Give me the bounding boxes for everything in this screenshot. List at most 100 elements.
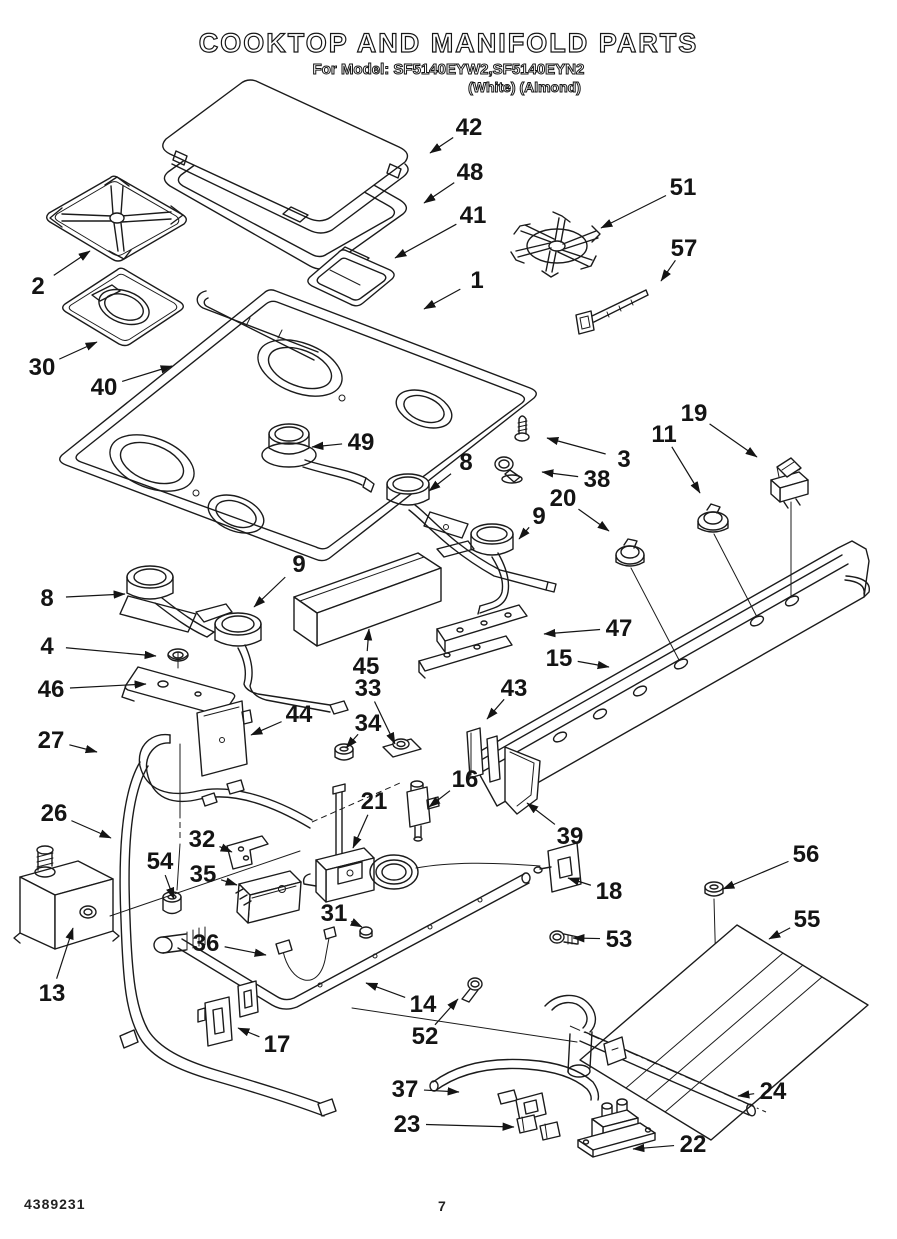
svg-text:23: 23 bbox=[394, 1111, 421, 1138]
svg-text:9: 9 bbox=[532, 503, 545, 530]
part-nut-31 bbox=[359, 926, 373, 939]
svg-text:48: 48 bbox=[457, 159, 484, 186]
part-module-35 bbox=[235, 870, 302, 924]
svg-text:57: 57 bbox=[671, 235, 698, 262]
svg-text:2: 2 bbox=[31, 273, 44, 300]
part-tray-41 bbox=[307, 249, 395, 307]
part-bracket-18 bbox=[533, 842, 582, 893]
svg-text:47: 47 bbox=[606, 615, 633, 642]
part-rail-15 bbox=[469, 540, 870, 807]
callout-2: 2 bbox=[31, 250, 91, 300]
part-burner-9-right bbox=[436, 523, 514, 615]
callout-27: 27 bbox=[38, 727, 98, 754]
svg-text:9: 9 bbox=[292, 551, 305, 578]
svg-text:42: 42 bbox=[456, 114, 483, 141]
svg-text:26: 26 bbox=[41, 800, 68, 827]
svg-text:35: 35 bbox=[190, 861, 217, 888]
svg-text:56: 56 bbox=[793, 841, 820, 868]
svg-text:45: 45 bbox=[353, 653, 380, 680]
callout-48: 48 bbox=[423, 159, 484, 204]
callout-4: 4 bbox=[40, 633, 157, 660]
callout-54: 54 bbox=[147, 848, 175, 900]
part-regulator-13 bbox=[13, 845, 120, 950]
svg-text:37: 37 bbox=[392, 1076, 419, 1103]
part-nut-34 bbox=[334, 743, 354, 761]
callout-44: 44 bbox=[250, 701, 313, 736]
callout-24: 24 bbox=[737, 1078, 787, 1105]
page-title: COOKTOP AND MANIFOLD PARTS bbox=[198, 27, 699, 58]
svg-text:40: 40 bbox=[91, 374, 118, 401]
part-screw-3 bbox=[514, 415, 530, 442]
svg-text:24: 24 bbox=[760, 1078, 787, 1105]
svg-text:36: 36 bbox=[193, 930, 220, 957]
callout-55: 55 bbox=[768, 906, 820, 940]
callout-51: 51 bbox=[600, 174, 696, 229]
svg-text:31: 31 bbox=[321, 900, 348, 927]
callout-17: 17 bbox=[237, 1027, 290, 1058]
svg-text:8: 8 bbox=[40, 585, 53, 612]
callout-8: 8 bbox=[40, 585, 126, 612]
locator-lines bbox=[630, 501, 792, 661]
svg-text:13: 13 bbox=[39, 980, 66, 1007]
svg-text:30: 30 bbox=[29, 354, 56, 381]
callout-32: 32 bbox=[189, 826, 233, 853]
callout-9: 9 bbox=[518, 503, 546, 540]
callout-15: 15 bbox=[546, 645, 610, 672]
svg-text:53: 53 bbox=[606, 926, 633, 953]
callout-22: 22 bbox=[632, 1131, 707, 1158]
callout-53: 53 bbox=[572, 926, 633, 953]
part-igniter-57 bbox=[575, 289, 649, 335]
callout-11: 11 bbox=[651, 421, 701, 494]
part-drip-pan-30 bbox=[62, 267, 184, 347]
svg-text:52: 52 bbox=[412, 1023, 439, 1050]
svg-text:22: 22 bbox=[680, 1131, 707, 1158]
svg-text:27: 27 bbox=[38, 727, 65, 754]
callout-layer: 4248411515723040498933820111947154389446… bbox=[29, 114, 821, 1158]
part-burner-8-right bbox=[386, 473, 557, 593]
part-manifold-pipe-14 bbox=[109, 850, 531, 1010]
callout-52: 52 bbox=[412, 998, 459, 1050]
part-tubing-26-27 bbox=[119, 733, 401, 1117]
svg-text:21: 21 bbox=[361, 788, 388, 815]
part-clips-23 bbox=[516, 1114, 561, 1141]
svg-text:44: 44 bbox=[286, 701, 313, 728]
svg-text:14: 14 bbox=[410, 991, 437, 1018]
part-bezel-11 bbox=[697, 503, 729, 533]
svg-text:11: 11 bbox=[651, 421, 676, 448]
svg-text:4: 4 bbox=[40, 633, 54, 660]
callout-41: 41 bbox=[394, 202, 487, 259]
callout-46: 46 bbox=[38, 676, 147, 703]
svg-text:38: 38 bbox=[584, 466, 611, 493]
part-cover-42 bbox=[162, 79, 409, 234]
callout-1: 1 bbox=[423, 267, 484, 310]
svg-text:54: 54 bbox=[147, 848, 174, 875]
part-burner-9-left bbox=[214, 612, 349, 715]
callout-35: 35 bbox=[190, 861, 238, 888]
part-switch-19 bbox=[770, 457, 809, 509]
callout-49: 49 bbox=[311, 429, 375, 456]
part-shield-55 bbox=[579, 924, 869, 1141]
svg-text:8: 8 bbox=[459, 449, 472, 476]
svg-text:49: 49 bbox=[348, 429, 375, 456]
svg-text:32: 32 bbox=[189, 826, 216, 853]
callout-18: 18 bbox=[567, 877, 623, 905]
callout-19: 19 bbox=[681, 400, 758, 458]
part-shield-45 bbox=[293, 552, 442, 647]
callout-42: 42 bbox=[429, 114, 483, 154]
part-bracket-47 bbox=[418, 604, 528, 679]
svg-text:18: 18 bbox=[596, 878, 623, 905]
callout-3: 3 bbox=[546, 436, 631, 473]
svg-text:41: 41 bbox=[460, 202, 487, 229]
part-burner-49 bbox=[261, 423, 375, 493]
part-spacer-54 bbox=[162, 743, 182, 915]
page-number: 7 bbox=[438, 1198, 446, 1214]
callout-40: 40 bbox=[91, 365, 173, 401]
document-number: 4389231 bbox=[24, 1196, 86, 1212]
model-line: For Model: SF5140EYW2,SF5140EYN2 bbox=[312, 61, 585, 79]
callout-9: 9 bbox=[253, 551, 306, 608]
callout-21: 21 bbox=[352, 788, 388, 849]
part-bracket-17 bbox=[197, 980, 259, 1047]
callout-57: 57 bbox=[660, 235, 698, 282]
callout-33: 33 bbox=[355, 675, 396, 745]
